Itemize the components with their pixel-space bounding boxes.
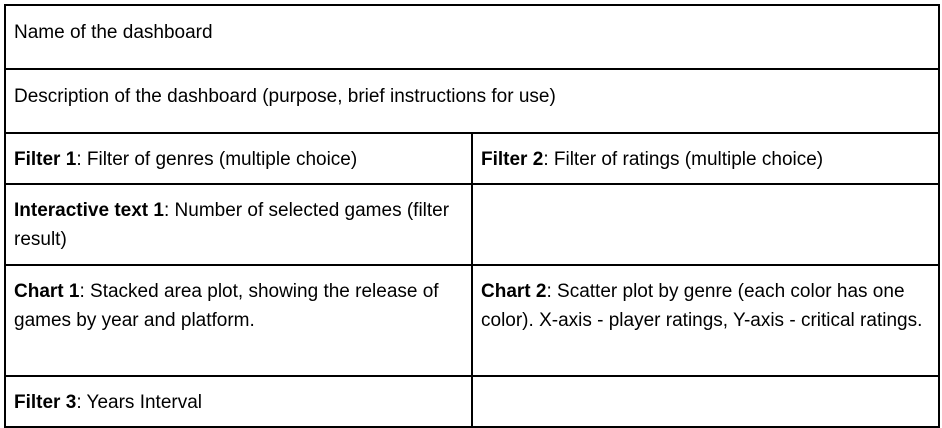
interactive-text-1-cell: Interactive text 1: Number of selected g…: [4, 183, 473, 266]
dashboard-description-cell: Description of the dashboard (purpose, b…: [3, 68, 941, 134]
table-row: Filter 1: Filter of genres (multiple cho…: [4, 132, 941, 185]
filter-1-cell: Filter 1: Filter of genres (multiple cho…: [4, 132, 473, 185]
chart-2-text: : Scatter plot by genre (each color has …: [481, 281, 923, 331]
empty-cell: [470, 183, 941, 266]
filter-1-text: : Filter of genres (multiple choice): [76, 149, 358, 170]
chart-1-text: : Stacked area plot, showing the release…: [14, 281, 439, 331]
dashboard-name-cell: Name of the dashboard: [3, 4, 941, 70]
interactive-text-1-label: Interactive text 1: [14, 200, 164, 221]
table-row: Interactive text 1: Number of selected g…: [4, 183, 941, 266]
table-row: Filter 3: Years Interval: [4, 375, 941, 428]
chart-1-label: Chart 1: [14, 281, 80, 302]
filter-2-cell: Filter 2: Filter of ratings (multiple ch…: [470, 132, 941, 185]
filter-1-label: Filter 1: [14, 149, 77, 170]
filter-3-text: : Years Interval: [76, 392, 203, 413]
chart-2-label: Chart 2: [481, 281, 547, 302]
table-row: Chart 1: Stacked area plot, showing the …: [4, 264, 941, 377]
chart-1-cell: Chart 1: Stacked area plot, showing the …: [4, 264, 473, 377]
filter-2-text: : Filter of ratings (multiple choice): [543, 149, 824, 170]
filter-3-cell: Filter 3: Years Interval: [4, 375, 473, 428]
interactive-text-1-text: : Number of selected games (filter resul…: [14, 200, 450, 250]
table-row: Description of the dashboard (purpose, b…: [3, 68, 941, 134]
filter-2-label: Filter 2: [481, 149, 544, 170]
empty-cell: [470, 375, 941, 428]
chart-2-cell: Chart 2: Scatter plot by genre (each col…: [470, 264, 941, 377]
filter-3-label: Filter 3: [14, 392, 77, 413]
table-row: Name of the dashboard: [3, 4, 941, 70]
dashboard-layout-table: Name of the dashboard Description of the…: [3, 4, 941, 428]
dashboard-name-text: Name of the dashboard: [14, 22, 213, 43]
dashboard-description-text: Description of the dashboard (purpose, b…: [14, 86, 556, 107]
text-cursor-marker: [938, 278, 940, 302]
